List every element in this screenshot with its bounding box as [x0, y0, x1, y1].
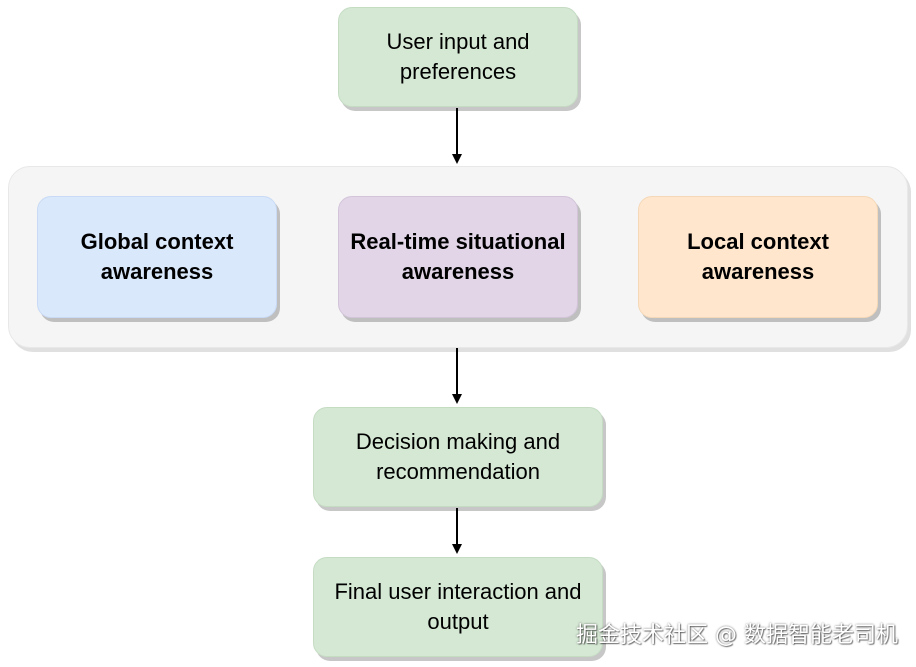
node-realtime-situational-label: Real-time situational awareness	[350, 229, 566, 284]
node-global-context: Global context awareness	[37, 196, 277, 318]
node-decision-making-label: Decision making and recommendation	[355, 429, 561, 484]
node-realtime-situational: Real-time situational awareness	[338, 196, 578, 318]
node-final-interaction-label: Final user interaction and output	[334, 579, 582, 634]
node-final-interaction: Final user interaction and output	[313, 557, 603, 657]
node-decision-making: Decision making and recommendation	[313, 407, 603, 507]
node-user-input-label: User input and preferences	[386, 29, 530, 84]
node-local-context-label: Local context awareness	[687, 229, 829, 284]
node-local-context: Local context awareness	[638, 196, 878, 318]
watermark: 掘金技术社区 @ 数据智能老司机	[576, 623, 898, 648]
node-user-input: User input and preferences	[338, 7, 578, 107]
node-global-context-label: Global context awareness	[80, 229, 234, 284]
